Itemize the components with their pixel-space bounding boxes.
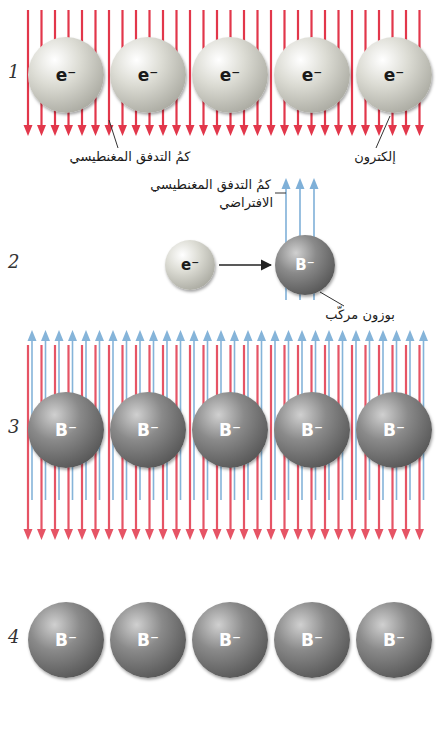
flux-quantum-label-box: كمُ التدفق المغنطيسي [55,148,205,166]
particle-symbol: B⁻ [219,630,241,650]
particle-symbol: B⁻ [301,420,323,440]
particle-symbol: B⁻ [137,420,159,440]
flux-arrow [267,345,276,540]
particle-symbol: e⁻ [384,65,405,85]
callout-number: 3 [6,416,21,437]
electron-sphere: e⁻ [356,37,432,113]
composite-boson-sphere: B⁻ [28,392,104,468]
callout-number: 1 [6,61,21,82]
composite-boson-label: بوزون مركّب [323,307,397,322]
leader-line [275,193,286,194]
composite-boson-sphere: B⁻ [28,602,104,678]
callout-number-box: 2 [6,250,26,274]
composite-boson-sphere: B⁻ [192,392,268,468]
electron-sphere: e⁻ [165,240,215,290]
composite-boson-sphere: B⁻ [274,392,350,468]
electron-label-box: إلكترون [325,148,425,166]
callout-number-box: 3 [6,415,26,439]
flux-arrow [348,345,357,540]
particle-symbol: B⁻ [295,256,314,274]
composite-boson-sphere: B⁻ [356,602,432,678]
electron-sphere: e⁻ [274,37,350,113]
virtual-flux-label: كمُ التدفق المغنطيسي الافتراضي [150,177,273,210]
particle-symbol: B⁻ [301,630,323,650]
particle-symbol: B⁻ [383,630,405,650]
particle-symbol: B⁻ [55,420,77,440]
particle-symbol: B⁻ [383,420,405,440]
particle-symbol: B⁻ [219,420,241,440]
composite-boson-label-box: بوزون مركّب [300,306,420,324]
leader-line [376,116,390,148]
composite-boson-sphere: B⁻ [275,235,335,295]
particle-symbol: e⁻ [138,65,159,85]
virtual-flux-label-box: كمُ التدفق المغنطيسي الافتراضي [130,176,273,211]
composite-boson-sphere: B⁻ [110,392,186,468]
composite-boson-sphere: B⁻ [274,602,350,678]
electron-sphere: e⁻ [28,37,104,113]
composite-boson-sphere: B⁻ [356,392,432,468]
composite-boson-sphere: B⁻ [192,602,268,678]
particle-symbol: B⁻ [55,630,77,650]
leader-line [109,120,118,148]
electron-sphere: e⁻ [192,37,268,113]
particle-symbol: e⁻ [181,256,199,274]
particle-symbol: e⁻ [302,65,323,85]
leader-line [320,292,344,306]
flux-quantum-label: كمُ التدفق المغنطيسي [68,149,193,164]
particle-symbol: B⁻ [137,630,159,650]
particle-symbol: e⁻ [56,65,77,85]
electron-label: إلكترون [352,149,398,164]
callout-number-box: 4 [6,625,26,649]
composite-boson-sphere: B⁻ [110,602,186,678]
callout-number: 4 [6,626,21,647]
electron-sphere: e⁻ [110,37,186,113]
particle-symbol: e⁻ [220,65,241,85]
callout-number: 2 [6,251,21,272]
callout-number-box: 1 [6,60,26,84]
transition-arrow [219,264,271,266]
